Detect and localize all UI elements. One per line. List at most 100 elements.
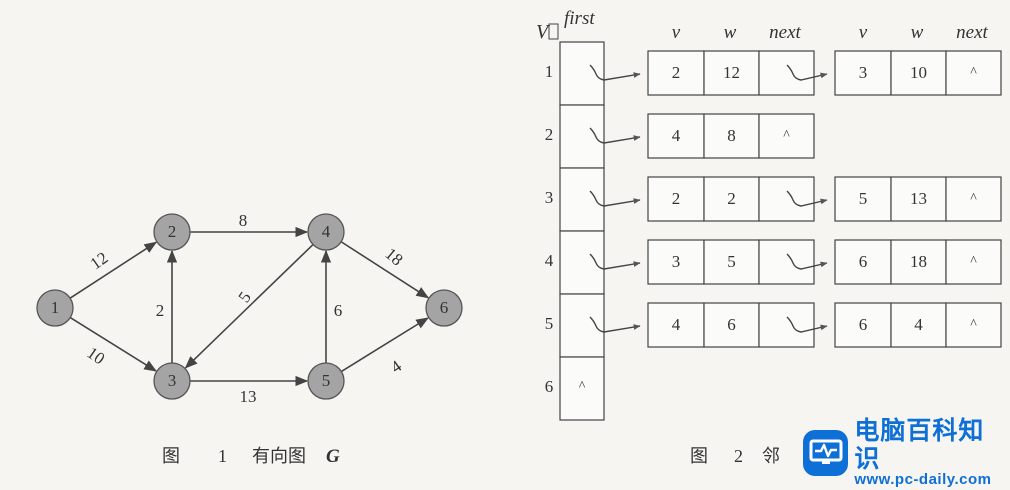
node-v-value: 5 — [859, 189, 868, 208]
vertex-header: V — [536, 21, 551, 43]
first-cell — [559, 41, 605, 106]
first-pointer-arrow — [589, 64, 641, 81]
node-w-value: 18 — [910, 252, 927, 271]
node-v-value: 6 — [859, 315, 868, 334]
first-cell — [559, 167, 605, 232]
edge-weight-label: 8 — [239, 211, 248, 230]
list-node-cell — [758, 113, 815, 159]
watermark-title: 电脑百科知识 — [854, 416, 985, 473]
list-node-cell — [834, 302, 892, 348]
column-header-w: w — [911, 22, 924, 43]
list-node-cell — [834, 176, 892, 222]
list-node-cell — [703, 113, 760, 159]
column-header-next: next — [769, 22, 801, 43]
column-header-w: w — [724, 22, 737, 43]
null-marker: ^ — [579, 379, 586, 394]
figure2-caption-num: 2 — [734, 446, 743, 466]
first-pointer-arrow — [589, 127, 641, 144]
list-node-cell — [758, 50, 815, 96]
first-cell — [559, 104, 605, 169]
graph-node-label: 3 — [168, 371, 177, 390]
graph-node-label: 1 — [51, 298, 60, 317]
edge-weight-label: 10 — [84, 343, 109, 368]
next-pointer-arrow — [786, 253, 828, 270]
graph-node-5 — [307, 362, 345, 400]
vertex-label: 6 — [545, 377, 554, 396]
figure1-caption-num: 1 — [218, 446, 227, 466]
figure1-caption-fig: 图 — [162, 446, 180, 466]
null-marker: ^ — [970, 317, 977, 332]
edge-weight-label: 5 — [234, 288, 254, 306]
edge-weight-label: 2 — [156, 301, 165, 320]
column-header-v: v — [672, 22, 681, 43]
graph-node-1 — [36, 289, 74, 327]
null-marker: ^ — [970, 65, 977, 80]
watermark-url: www.pc-daily.com — [854, 471, 992, 489]
graph-node-6 — [425, 289, 463, 327]
null-marker: ^ — [970, 254, 977, 269]
first-pointer-arrow — [589, 316, 641, 333]
figure1-caption-var: G — [326, 446, 340, 467]
edge-weight-label: 13 — [240, 387, 257, 406]
list-node-cell — [945, 50, 1002, 96]
list-node-cell — [647, 302, 705, 348]
list-node-cell — [758, 176, 815, 222]
node-w-value: 6 — [727, 315, 736, 334]
vertex-label: 4 — [545, 251, 554, 270]
list-node-cell — [890, 176, 947, 222]
column-header-v: v — [859, 22, 868, 43]
vertex-label: 3 — [545, 188, 554, 207]
edge-weight-label: 18 — [381, 244, 406, 269]
graph-node-4 — [307, 213, 345, 251]
node-w-value: 8 — [727, 126, 736, 145]
node-w-value: 2 — [727, 189, 736, 208]
graph-node-3 — [153, 362, 191, 400]
list-node-cell — [703, 239, 760, 285]
first-pointer-arrow — [589, 253, 641, 270]
node-v-value: 2 — [672, 189, 681, 208]
figure2-caption-text: 邻 — [762, 446, 780, 466]
vertex-label: 5 — [545, 314, 554, 333]
list-node-cell — [758, 239, 815, 285]
node-v-value: 3 — [672, 252, 681, 271]
node-v-value: 6 — [859, 252, 868, 271]
figure1-caption-text: 有向图 — [252, 446, 306, 466]
list-node-cell — [945, 239, 1002, 285]
graph-edge-5-6 — [340, 317, 429, 373]
next-pointer-arrow — [786, 190, 828, 207]
node-v-value: 4 — [672, 315, 681, 334]
list-node-cell — [945, 302, 1002, 348]
next-pointer-arrow — [786, 64, 828, 81]
graph-node-label: 5 — [322, 371, 331, 390]
first-header: first — [564, 8, 595, 29]
first-cell — [559, 230, 605, 295]
node-v-value: 4 — [672, 126, 681, 145]
graph-node-label: 2 — [168, 222, 177, 241]
list-node-cell — [647, 113, 705, 159]
vertex-label: 2 — [545, 125, 554, 144]
null-marker: ^ — [783, 128, 790, 143]
list-node-cell — [703, 302, 760, 348]
vertex-label: 1 — [545, 62, 554, 81]
node-w-value: 13 — [910, 189, 927, 208]
node-w-value: 10 — [910, 63, 927, 82]
graph-edge-1-3 — [69, 316, 157, 372]
list-node-cell — [834, 50, 892, 96]
first-cell — [559, 293, 605, 358]
node-w-value: 5 — [727, 252, 736, 271]
next-pointer-arrow — [786, 316, 828, 333]
edge-weight-label: 12 — [87, 248, 112, 273]
edge-weight-label: 4 — [387, 356, 405, 377]
monitor-icon — [803, 430, 849, 476]
graph-node-label: 6 — [440, 298, 449, 317]
first-cell — [559, 356, 605, 421]
node-v-value: 2 — [672, 63, 681, 82]
header-glyph — [548, 23, 559, 40]
null-marker: ^ — [970, 191, 977, 206]
graph-edge-4-3 — [184, 243, 314, 369]
edge-weight-label: 6 — [334, 301, 343, 320]
node-w-value: 4 — [914, 315, 923, 334]
